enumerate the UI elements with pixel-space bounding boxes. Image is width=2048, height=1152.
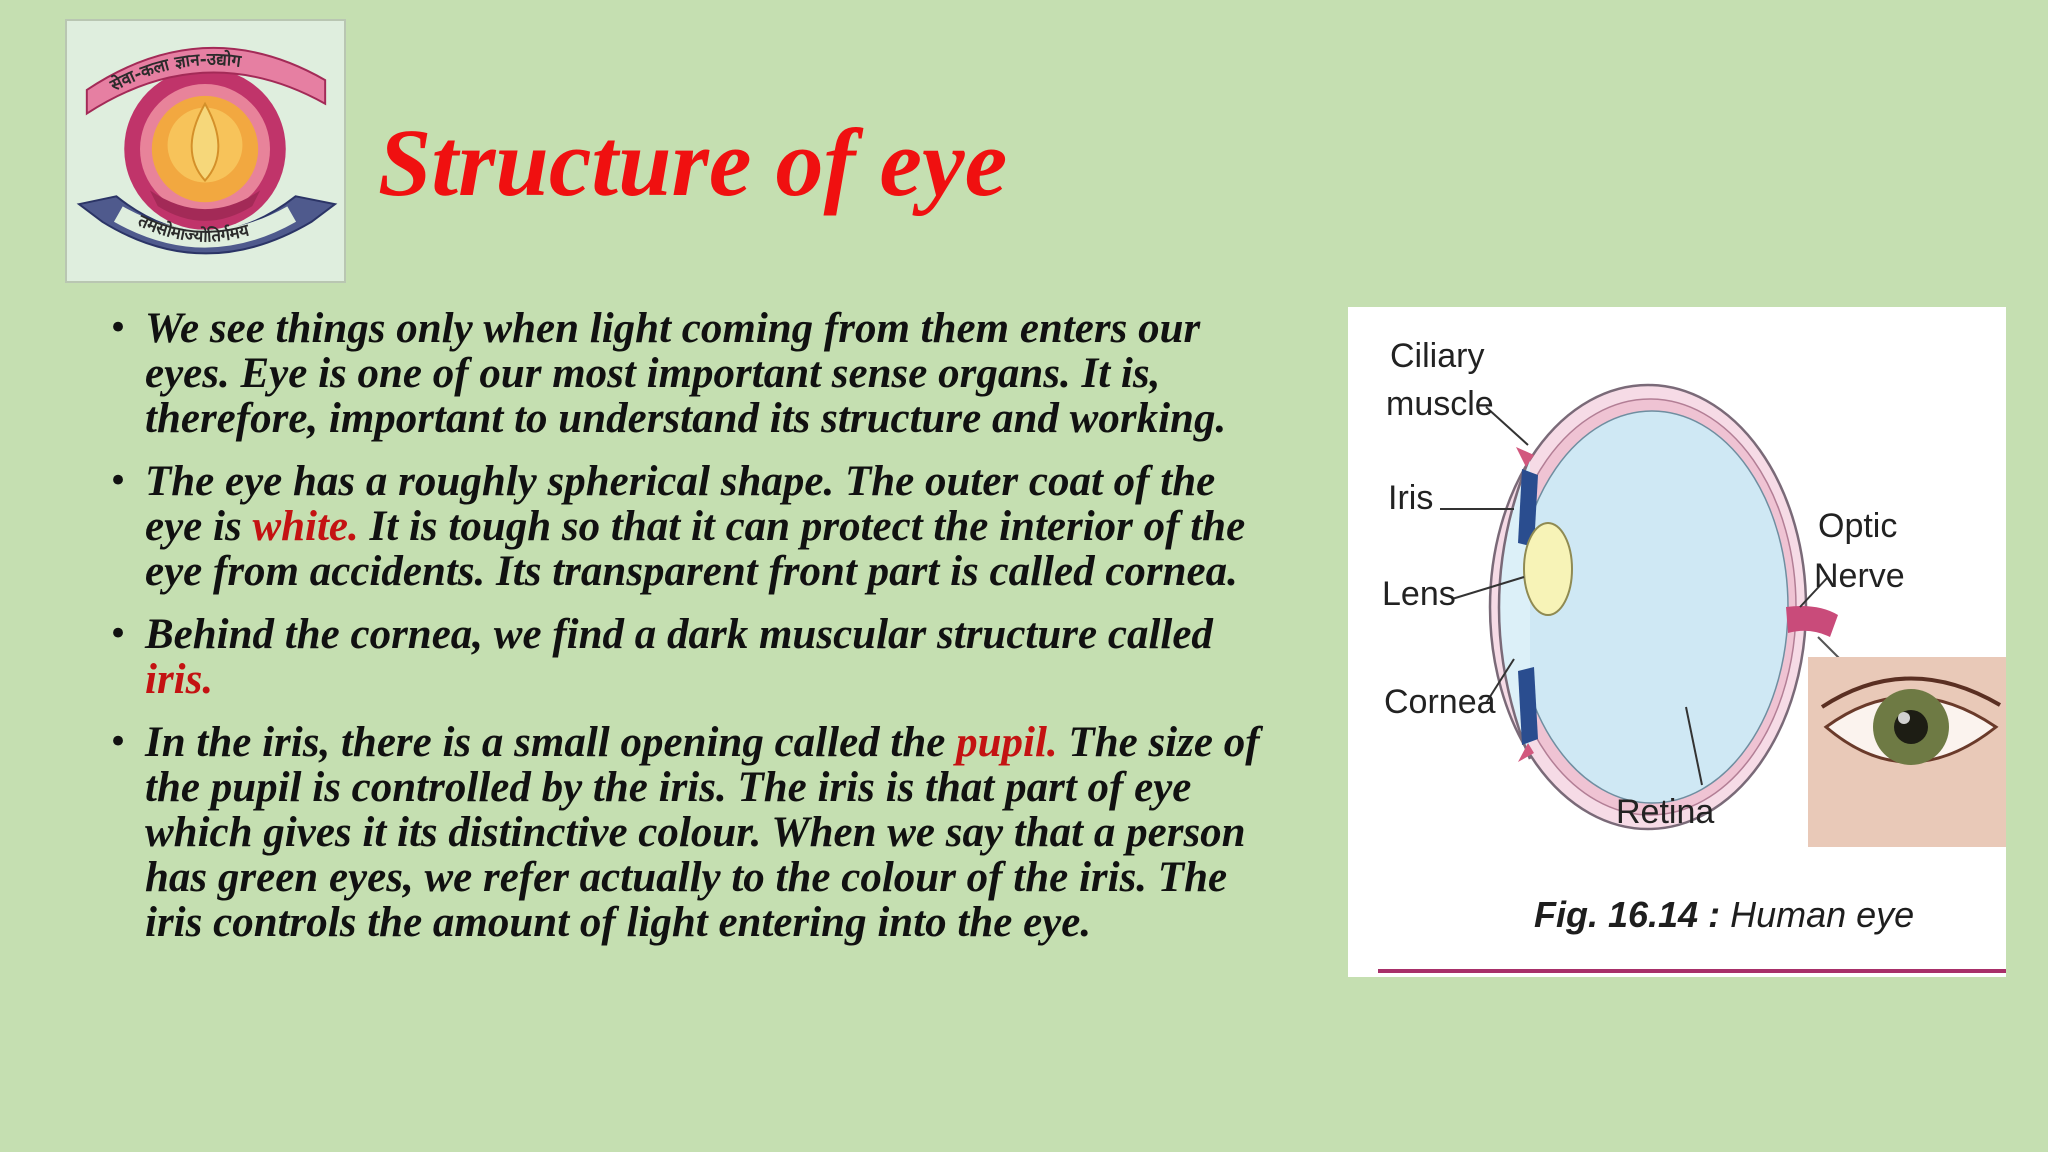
bullet-dot-icon: • xyxy=(108,308,129,348)
highlight-term: white. xyxy=(252,503,359,550)
bullet-text: We see things only when light coming fro… xyxy=(145,305,1227,442)
bullet-item: • We see things only when light coming f… xyxy=(100,306,1280,441)
figure-caption: Fig. 16.14 : Human eye xyxy=(1534,894,1914,935)
bullet-item: • In the iris, there is a small opening … xyxy=(100,720,1280,945)
institution-logo: सेवा-कला ज्ञान-उद्योग तमसोमाज्योतिर्गमय xyxy=(65,19,346,283)
human-eye-photo-icon xyxy=(1808,657,2006,847)
label-cornea: Cornea xyxy=(1384,683,1496,721)
bullet-text: It is tough so that it can protect the i… xyxy=(145,503,1246,595)
label-ciliary: Ciliary xyxy=(1390,337,1484,375)
bullet-text: The eye has a roughly spherical shape. T… xyxy=(145,458,1216,550)
label-nerve: Nerve xyxy=(1814,557,1905,595)
logo-emblem-icon: सेवा-कला ज्ञान-उद्योग तमसोमाज्योतिर्गमय xyxy=(67,21,344,281)
highlight-term: pupil. xyxy=(956,719,1058,766)
bullet-text: In the iris, there is a small opening ca… xyxy=(145,719,957,766)
bullet-item: • Behind the cornea, we find a dark musc… xyxy=(100,612,1280,702)
eye-diagram-figure: Ciliary muscle Iris Lens Cornea Optic Ne… xyxy=(1348,307,2006,977)
highlight-term: iris. xyxy=(145,656,214,703)
label-iris: Iris xyxy=(1388,479,1433,517)
bullet-dot-icon: • xyxy=(108,614,129,654)
bullet-dot-icon: • xyxy=(108,722,129,762)
label-muscle: muscle xyxy=(1386,385,1494,423)
bullet-text: Behind the cornea, we find a dark muscul… xyxy=(145,611,1213,658)
slide-title: Structure of eye xyxy=(378,109,1008,216)
bullet-text: The size of the pupil is controlled by t… xyxy=(145,719,1260,946)
bullet-dot-icon: • xyxy=(108,461,129,501)
label-optic: Optic xyxy=(1818,507,1897,545)
label-retina: Retina xyxy=(1616,793,1714,831)
bullet-list: • We see things only when light coming f… xyxy=(100,306,1280,963)
eye-diagram: Ciliary muscle Iris Lens Cornea Optic Ne… xyxy=(1348,307,2006,977)
bullet-item: • The eye has a roughly spherical shape.… xyxy=(100,459,1280,594)
label-lens: Lens xyxy=(1382,575,1456,613)
